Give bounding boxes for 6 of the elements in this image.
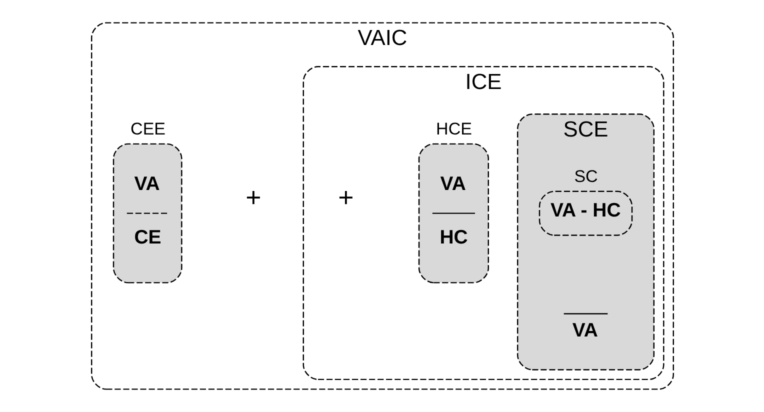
node-label: CEE: [130, 119, 166, 138]
label: +: [245, 182, 261, 213]
label: +: [338, 182, 354, 213]
node-label: HCE: [436, 119, 472, 138]
node-box: VA - HC: [538, 190, 632, 236]
node-label: SC: [574, 166, 598, 186]
